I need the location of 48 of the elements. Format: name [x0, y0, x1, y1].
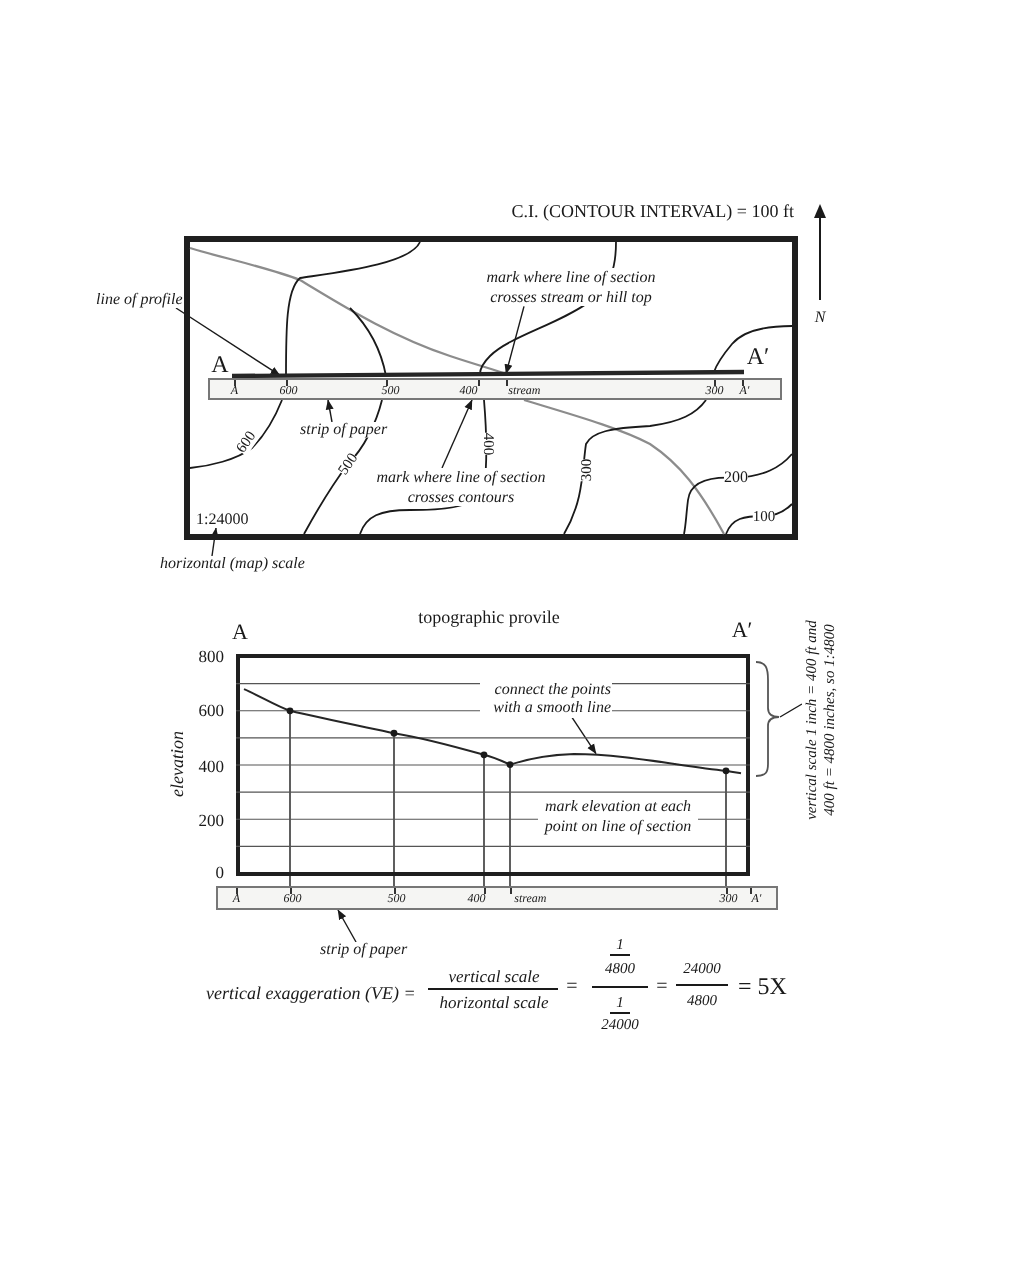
axis-tick-label: 400: [198, 756, 224, 774]
leader-line: [779, 703, 803, 718]
axis-title: elevation: [169, 731, 187, 797]
profile-point: [479, 750, 487, 758]
leader-line: [441, 399, 473, 469]
endpoint-letter: A: [211, 352, 229, 376]
curly-bracket: [754, 660, 780, 778]
annotation: strip of paper: [320, 942, 408, 958]
profile-point: [505, 760, 513, 767]
section-line: [232, 369, 744, 379]
leader-line: [175, 307, 281, 377]
topographic-map: [184, 236, 798, 540]
map-note: C.I. (CONTOUR INTERVAL) = 100 ft: [511, 203, 794, 221]
projection-line: [393, 734, 395, 887]
scale-ratio: 1:24000: [196, 512, 249, 528]
annotation: connect the points with a smooth line: [479, 679, 611, 718]
paper-strip: [208, 378, 782, 400]
endpoint-letter: A′: [731, 621, 753, 643]
paper-strip: [216, 886, 778, 910]
projection-line: [509, 766, 511, 887]
fraction-text: vertical scale: [448, 967, 540, 985]
projection-line: [483, 756, 485, 887]
graph-title: topographic provile: [418, 608, 560, 626]
contour-label: 200: [724, 470, 748, 486]
equation-text: vertical exaggeration (VE) =: [206, 985, 416, 1003]
endpoint-letter: A: [232, 623, 248, 645]
annotation: line of profile: [96, 292, 183, 308]
profile-point: [721, 766, 729, 774]
axis-tick-label: 0: [215, 863, 224, 881]
profile-point: [285, 706, 293, 714]
fraction-text: horizontal scale: [439, 993, 549, 1011]
projection-line: [725, 772, 727, 887]
leader-line: [571, 716, 597, 755]
projection-line: [289, 712, 291, 887]
annotation: horizontal (map) scale: [160, 556, 305, 572]
north-label: N: [814, 310, 826, 326]
axis-tick-label: 200: [198, 810, 224, 828]
annotation: strip of paper: [300, 422, 388, 438]
leader-line: [504, 305, 525, 375]
leader-line: [325, 399, 334, 423]
axis-tick-label: 800: [198, 647, 224, 665]
axis-tick-label: 600: [198, 701, 224, 719]
equation-result: = 5X: [738, 974, 787, 998]
leader-line: [337, 909, 357, 943]
profile-point: [389, 728, 397, 736]
endpoint-letter: A′: [746, 344, 770, 368]
annotation: mark elevation at each point on line of section: [538, 796, 698, 836]
leader-line: [210, 527, 219, 557]
